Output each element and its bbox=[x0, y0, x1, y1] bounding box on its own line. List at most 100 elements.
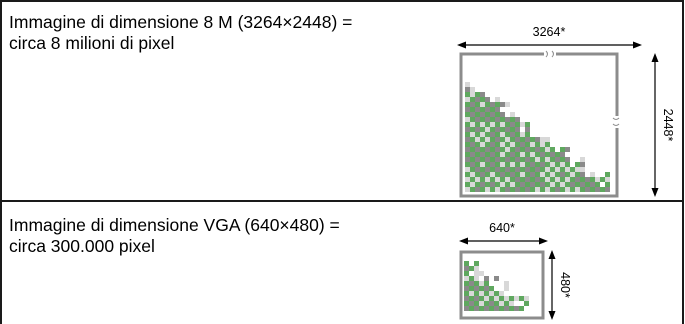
pixel-cell bbox=[530, 177, 535, 182]
pixel-cell bbox=[480, 137, 485, 142]
pixel-cell bbox=[510, 152, 515, 157]
pixel-cell bbox=[565, 172, 570, 177]
pixel-cell bbox=[580, 182, 585, 187]
pixel-cell bbox=[465, 132, 470, 137]
description-line-2: circa 8 milioni di pixel bbox=[9, 33, 175, 53]
pixel-cell bbox=[464, 296, 469, 301]
pixel-cell bbox=[490, 132, 495, 137]
pixel-cell bbox=[490, 152, 495, 157]
pixel-cell bbox=[525, 157, 530, 162]
pixel-cell bbox=[485, 137, 490, 142]
pixel-cell bbox=[505, 172, 510, 177]
pixel-cell bbox=[555, 167, 560, 172]
pixel-cell bbox=[500, 117, 505, 122]
pixel-cell bbox=[464, 291, 469, 296]
pixel-cell bbox=[464, 261, 469, 266]
table-row-8m: Immagine di dimensione 8 M (3264×2448) =… bbox=[9, 12, 675, 198]
pixel-cell bbox=[470, 102, 475, 107]
pixel-cell bbox=[505, 117, 510, 122]
pixel-cell bbox=[495, 122, 500, 127]
pixel-cell bbox=[560, 177, 565, 182]
pixel-cell bbox=[500, 187, 505, 192]
pixel-cell bbox=[575, 172, 580, 177]
pixel-cell bbox=[495, 187, 500, 192]
pixel-cell bbox=[469, 266, 474, 271]
pixel-cell bbox=[540, 162, 545, 167]
pixel-cell bbox=[474, 286, 479, 291]
pixel-cell bbox=[550, 182, 555, 187]
pixel-cell bbox=[495, 127, 500, 132]
pixel-cell bbox=[480, 132, 485, 137]
pixel-cell bbox=[495, 112, 500, 117]
pixel-cell bbox=[484, 281, 489, 286]
pixel-cell bbox=[545, 162, 550, 167]
pixel-cell bbox=[575, 182, 580, 187]
pixel-cell bbox=[464, 271, 469, 276]
pixel-cell bbox=[565, 167, 570, 172]
pixel-cell bbox=[495, 177, 500, 182]
pixel-cell bbox=[479, 306, 484, 311]
pixel-cell bbox=[580, 177, 585, 182]
pixel-cell bbox=[470, 162, 475, 167]
width-dimension-arrow bbox=[457, 41, 642, 49]
pixel-cell bbox=[595, 182, 600, 187]
pixel-cell bbox=[525, 162, 530, 167]
pixel-cell bbox=[515, 127, 520, 132]
pixel-cell bbox=[470, 142, 475, 147]
pixel-cell bbox=[479, 296, 484, 301]
pixel-cell bbox=[494, 301, 499, 306]
width-label: 640* bbox=[489, 221, 515, 235]
pixel-cell bbox=[495, 107, 500, 112]
pixel-cell bbox=[490, 142, 495, 147]
pixel-cell bbox=[530, 162, 535, 167]
pixel-cell bbox=[470, 137, 475, 142]
pixel-cell bbox=[494, 296, 499, 301]
pixel-cell bbox=[479, 281, 484, 286]
pixel-cell bbox=[555, 157, 560, 162]
height-label: 2448* bbox=[661, 109, 675, 142]
pixel-cell bbox=[540, 187, 545, 192]
pixel-cell bbox=[510, 122, 515, 127]
pixel-cell bbox=[500, 122, 505, 127]
pixel-cell bbox=[475, 137, 480, 142]
pixel-cell bbox=[504, 306, 509, 311]
pixel-cell bbox=[470, 147, 475, 152]
pixel-cell bbox=[500, 132, 505, 137]
pixel-cell bbox=[520, 167, 525, 172]
pixel-cell bbox=[490, 162, 495, 167]
pixel-cell bbox=[474, 266, 479, 271]
width-dimension-arrow bbox=[459, 237, 548, 245]
pixel-cell bbox=[474, 291, 479, 296]
pixel-cell bbox=[485, 187, 490, 192]
pixel-cell bbox=[605, 177, 610, 182]
pixel-cell bbox=[490, 102, 495, 107]
pixel-cell bbox=[575, 162, 580, 167]
pixel-cell bbox=[480, 112, 485, 117]
pixel-cell bbox=[560, 152, 565, 157]
pixel-cell bbox=[474, 281, 479, 286]
pixel-cell bbox=[504, 301, 509, 306]
pixel-cell bbox=[480, 147, 485, 152]
pixel-cell bbox=[605, 182, 610, 187]
pixel-cell bbox=[484, 291, 489, 296]
pixel-cell bbox=[520, 187, 525, 192]
pixel-cell bbox=[520, 152, 525, 157]
pixel-cell bbox=[519, 296, 524, 301]
pixel-cell bbox=[470, 157, 475, 162]
pixel-cell bbox=[500, 167, 505, 172]
pixel-cell bbox=[475, 142, 480, 147]
pixel-cell bbox=[470, 97, 475, 102]
pixel-cell bbox=[514, 306, 519, 311]
pixel-cell bbox=[485, 172, 490, 177]
pixel-cell bbox=[490, 117, 495, 122]
pixel-cell bbox=[505, 102, 510, 107]
pixel-cell bbox=[465, 172, 470, 177]
pixel-cell bbox=[469, 306, 474, 311]
pixel-cell bbox=[465, 102, 470, 107]
pixel-cell bbox=[495, 162, 500, 167]
pixel-cell bbox=[595, 187, 600, 192]
pixel-cell bbox=[525, 142, 530, 147]
pixel-cell bbox=[480, 162, 485, 167]
pixel-cell bbox=[540, 167, 545, 172]
